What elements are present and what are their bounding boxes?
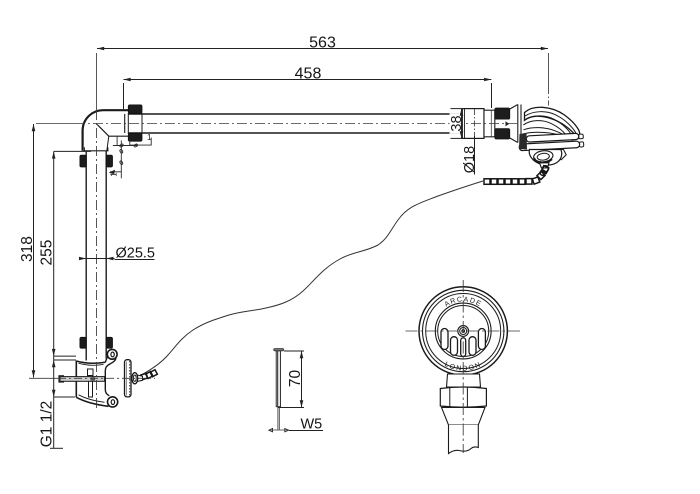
svg-text:Ø18: Ø18: [462, 146, 478, 173]
svg-text:1: 1: [147, 133, 152, 142]
svg-text:255: 255: [39, 240, 56, 266]
svg-text:70: 70: [287, 370, 304, 388]
svg-text:G1 1/2: G1 1/2: [39, 401, 56, 448]
svg-text:318: 318: [19, 236, 36, 262]
svg-text:LONDON: LONDON: [443, 361, 483, 373]
svg-text:38: 38: [449, 115, 465, 131]
svg-text:1: 1: [110, 172, 119, 177]
svg-text:Ø25.5: Ø25.5: [116, 246, 156, 262]
svg-text:W5: W5: [301, 417, 323, 433]
svg-text:458: 458: [295, 66, 322, 83]
svg-text:563: 563: [309, 35, 336, 52]
